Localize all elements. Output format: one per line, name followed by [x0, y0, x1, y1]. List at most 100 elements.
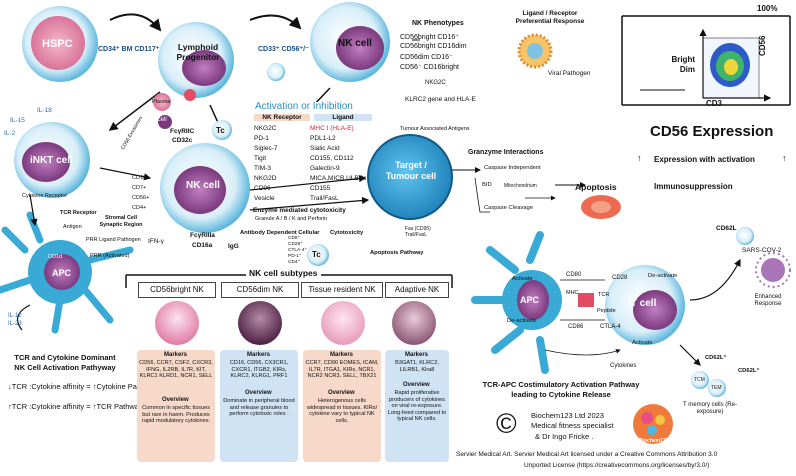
fcyriic-label: FcγRIIC	[170, 128, 195, 135]
cd62l-label: CD62L	[716, 225, 737, 232]
overview-label: Overview	[328, 390, 355, 396]
expression-title: CD56 Expression	[650, 123, 774, 140]
plasma-label: Plasma	[152, 99, 171, 105]
receptor-row: NKG2C MHC I (HLA-E)	[254, 125, 354, 132]
bright-dim-label: Bright Dim	[671, 55, 695, 74]
fas-label: Fas (CD95) Trail/FasL	[405, 226, 431, 238]
line1a: TCR :Cytokine affinity =	[11, 382, 91, 391]
hspc-label: HSPC	[42, 38, 73, 50]
ligand-name: CD155, CD112	[310, 155, 354, 162]
inkt-label: iNKT cell	[30, 155, 73, 166]
adcc-label: Antibody Dependent Cellular	[240, 230, 320, 236]
igg-label: IgG	[228, 243, 239, 250]
author-label: & Dr Ingo Fricke .	[535, 432, 594, 441]
cd32c-label: CD32c	[172, 137, 193, 144]
overview-label: Overview	[245, 390, 272, 396]
apc-right-dendrite	[471, 231, 549, 374]
tem-label: TEM	[711, 385, 722, 391]
subtype-head-1: CD56bright NK	[138, 282, 216, 298]
receptor-name: NKG2D	[254, 175, 277, 182]
markers-text: CCR7, CD90 EOMES, ICAM, IL7R, ITGA1, KIR…	[305, 360, 379, 380]
marker-side-1: CD16a	[132, 175, 150, 181]
granule-label: Granule A / B / K and Perforin	[255, 216, 328, 222]
ligand-name: PDL1-L2	[310, 135, 336, 142]
apc-left-dendrite	[0, 211, 134, 334]
apoptosis-label: Apoptosis	[575, 182, 617, 192]
overview-text: Common in specific tissues but rare in h…	[141, 405, 211, 425]
receptor-name: Tigit	[254, 155, 267, 162]
specialist-label: Medical fitness specialist	[531, 421, 614, 430]
apc-left-label: APC	[52, 268, 72, 278]
target-cell	[367, 134, 453, 220]
nk-center-label: NK cell	[186, 180, 220, 191]
subtype-card-4: Markers B3GAT1, KLRC2, LILRB1, Klra8 Ove…	[385, 350, 449, 462]
expression-activation: Expression with activation	[654, 155, 755, 164]
immuno-label: Immunosuppression	[654, 182, 733, 191]
apc-right-label: APC	[520, 295, 540, 305]
fcyriiia-label: FcγRIIIa	[190, 232, 215, 239]
cd33-label: CD33⁺ CD56⁺/⁻	[258, 46, 309, 53]
ligand-name: Sialic Acid	[310, 145, 340, 152]
mito-label: Mitochondrium	[504, 183, 537, 189]
tmem-label: T memory cells (Re-exposure)	[683, 402, 737, 415]
bid-label: BID	[482, 182, 492, 188]
costim-title: TCR-APC Costimulatory Activation Pathway…	[482, 380, 640, 399]
il15-label: IL-15	[10, 117, 25, 124]
phenotypes-title: NK Phenotypes	[412, 20, 464, 27]
license-line-1: Servier Medical Art. Servier Medical Art…	[456, 451, 718, 458]
overview-text: Rapid proliferative producers of cytokin…	[387, 390, 447, 423]
cd62l3-label: CD62L⁺	[738, 368, 760, 374]
overview-label: Overview	[403, 382, 430, 388]
percent-label: 100%	[757, 4, 778, 13]
biochem-label: Biochem123 Ltd 2023	[531, 411, 604, 420]
markers-text: B3GAT1, KLRC2, LILRB1, Klra8	[395, 360, 439, 373]
ligand-name: MHC I (HLA-E)	[310, 125, 354, 132]
cytokines-label: Cytokines	[610, 363, 637, 369]
markers-label: Markers	[330, 352, 354, 358]
stromal-label: Stromal Cell Synaptic Region	[99, 215, 143, 228]
it-cell-label: iT cell	[628, 298, 657, 309]
receptor-head: NK Receptor	[254, 114, 310, 121]
markers-label: Markers	[405, 352, 429, 358]
markers-text: CD16, CD56, CX3CR1, CXCR1, ITGB2, KIRs, …	[229, 360, 289, 380]
enhanced-label: Enhanced Response	[754, 294, 782, 307]
subtypes-title: NK cell subtypes	[246, 268, 321, 278]
receptor-name: NKG2C	[254, 125, 277, 132]
il2-label: IL-2	[4, 130, 16, 137]
ligand-name: MICA,MICB,ULBPs	[310, 175, 367, 182]
cd1d-label: CD1d	[48, 254, 63, 260]
deact-1: De-activate	[648, 273, 678, 279]
marker-side-4: CD4+	[132, 205, 147, 211]
mhc-label: MHC	[566, 290, 579, 296]
klrc2-label: KLRC2 gene and HLA-E	[405, 96, 476, 103]
activate-2: Activate	[632, 340, 653, 346]
receptor-row: Tigit CD155, CD112	[254, 155, 354, 162]
receptor-name: Vesicle	[254, 195, 275, 202]
taa-label: Tumour Associated Antigens	[400, 126, 470, 132]
markers-label: Markers	[164, 352, 188, 358]
prr-active-label: PRR (Activated)	[90, 253, 130, 259]
overview-text: Heterogenous cells widespread in tissues…	[306, 398, 378, 424]
sars-virus	[761, 258, 785, 282]
tcr-label: TCR	[598, 292, 610, 298]
b-cell-label: B cell	[152, 117, 167, 123]
cd16a-label: CD16a	[192, 242, 213, 249]
ligand-name: Galectin-9	[310, 165, 340, 172]
receptor-row: PD-1 PDL1-L2	[254, 135, 336, 142]
receptor-name: PD-1	[254, 135, 269, 142]
subtype-head-3: Tissue resident NK	[301, 282, 383, 298]
ifn-label: IFN-γ	[148, 238, 164, 245]
cd80-label: CD80	[566, 272, 582, 278]
checkpoint-4: PD-1⁺	[288, 254, 302, 259]
cd3-axis: CD3	[706, 99, 723, 108]
lymphoid-label: Lymphoid Progenitor	[176, 42, 220, 62]
phenotype-3: CD56dim CD16⁻	[400, 54, 453, 61]
up-arrow-icon-2: ↑	[782, 153, 787, 163]
subtype-head-2: CD56dim NK	[221, 282, 299, 298]
caspase-ind-label: Caspase Independent	[484, 165, 541, 171]
prr-ligand-label: PRR Ligand Pathogen	[86, 237, 141, 243]
target-label: Target / Tumour cell	[385, 160, 437, 181]
